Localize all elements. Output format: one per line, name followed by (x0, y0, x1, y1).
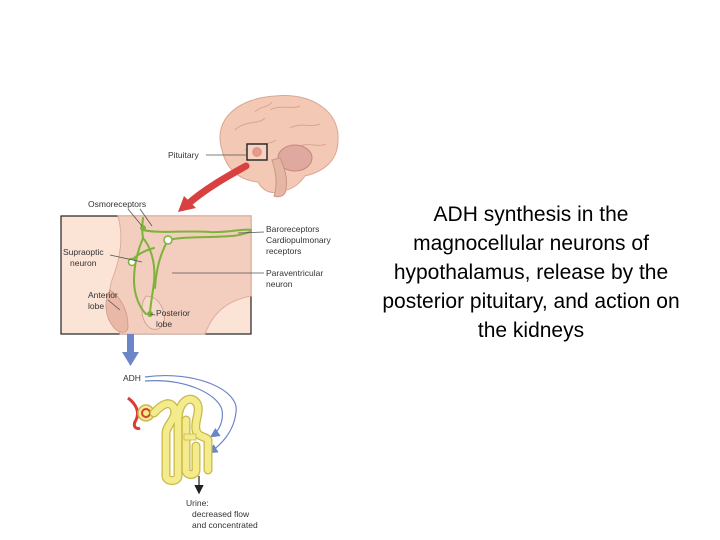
adh-arrow-inner (144, 380, 223, 438)
label-paraventricular: Paraventricular (266, 268, 323, 278)
label-pituitary: Pituitary (168, 150, 199, 160)
label-urine-flow: decreased flow (192, 509, 250, 519)
label-baroreceptors: Baroreceptors (266, 224, 319, 234)
blue-arrowhead (122, 352, 139, 366)
label-urine-concentrated: and concentrated (192, 520, 258, 530)
caption-text: ADH synthesis in the magnocellular neuro… (382, 203, 680, 342)
label-posterior-lobe: lobe (156, 319, 172, 329)
osmoreceptors-leader-2 (139, 208, 153, 227)
label-posterior: Posterior (156, 308, 190, 318)
paraventricular-nucleus (163, 235, 173, 245)
label-osmoreceptors: Osmoreceptors (88, 199, 146, 209)
blue-arrow-shaft (127, 334, 134, 354)
anterior-lobe-shape (105, 289, 129, 333)
red-curved-arrow (184, 162, 250, 208)
posterior-leader (149, 313, 156, 316)
label-anterior: Anterior (88, 290, 118, 300)
label-receptors: receptors (266, 246, 301, 256)
label-paraventricular-neuron: neuron (266, 279, 293, 289)
osmoreceptors-leader (127, 208, 143, 227)
label-supraoptic-neuron: neuron (70, 258, 97, 268)
red-arrowhead (178, 196, 196, 212)
nephron (127, 394, 213, 485)
baroreceptors-leader (237, 231, 265, 234)
anterior-leader (107, 299, 121, 311)
adh-arrow-outer (144, 375, 237, 454)
supraoptic-nucleus (140, 225, 146, 231)
supraoptic-leader (109, 254, 143, 263)
label-cardiopulmonary: Cardiopulmonary (266, 235, 331, 245)
label-adh: ADH (123, 373, 141, 383)
label-anterior-lobe: lobe (88, 301, 104, 311)
label-supraoptic: Supraoptic (63, 247, 104, 257)
label-urine: Urine: (186, 498, 209, 508)
posterior-lobe-shape (141, 295, 165, 330)
brain-illustration (219, 95, 339, 198)
